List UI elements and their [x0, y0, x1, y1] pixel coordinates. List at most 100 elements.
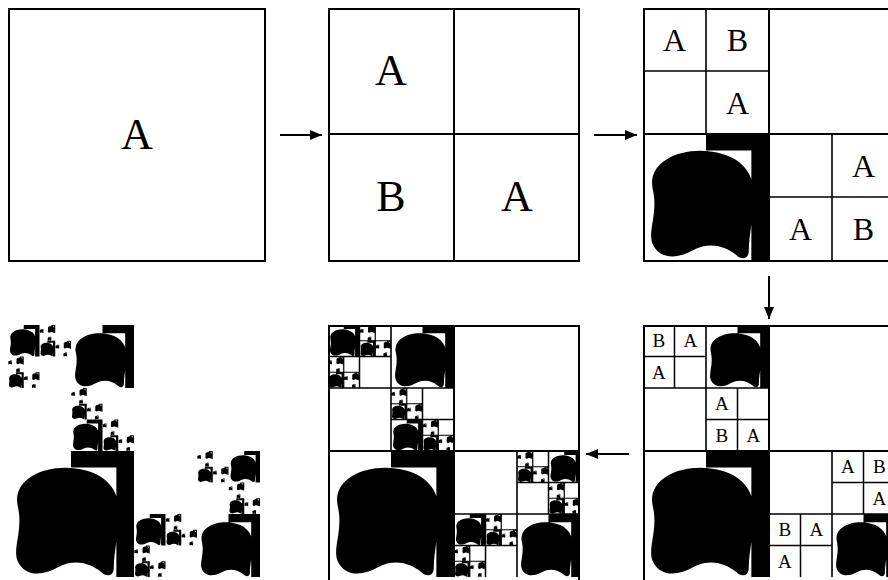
fractal-blob: [384, 341, 391, 349]
grammar-cell: A: [454, 134, 580, 260]
fractal-blob: [502, 534, 506, 538]
grammar-cell: B: [769, 514, 801, 546]
fractal-blob: [651, 134, 769, 260]
fractal-blob: [95, 404, 102, 412]
grid-line: [643, 325, 769, 451]
grid-line: [549, 483, 581, 515]
grid-lines: [643, 325, 888, 577]
fractal-blob: [431, 431, 435, 435]
fractal-blob: [336, 451, 454, 577]
fractal-blob: [525, 463, 529, 467]
fractal-blob: [478, 573, 482, 577]
grammar-symbol: B: [778, 520, 791, 539]
grammar-symbol: A: [652, 363, 666, 382]
grammar-symbol: A: [663, 24, 686, 56]
fractal-blob: [395, 325, 454, 388]
grid-line: [423, 420, 455, 452]
fractal-blob: [231, 451, 260, 483]
grid-line: [643, 8, 888, 260]
grammar-symbol: B: [715, 426, 728, 445]
fractal-blob: [134, 549, 138, 553]
grid-lines: [643, 8, 888, 260]
grammar-cell: A: [738, 420, 770, 452]
blob-group: [8, 325, 260, 577]
fractal-blob: [253, 498, 260, 506]
fractal-blob: [565, 502, 569, 506]
grid-line: [643, 325, 888, 577]
fractal-blob: [197, 455, 201, 459]
grammar-cell: B: [864, 451, 888, 483]
fractal-blob: [205, 463, 209, 467]
fractal-blob: [79, 400, 83, 404]
fractal-blob: [407, 408, 411, 412]
fractal-blob: [79, 388, 86, 396]
stage-panel: BAAABAABABAA: [643, 325, 888, 580]
fractal-blob: [237, 483, 244, 491]
fractal-blob: [72, 404, 87, 420]
transition-arrow: [594, 134, 637, 136]
fractal-blob: [383, 353, 387, 357]
grammar-cell: B: [328, 134, 454, 260]
grammar-symbol: A: [726, 87, 749, 119]
grammar-symbol: B: [853, 213, 874, 245]
fractal-blob: [572, 510, 576, 514]
fractal-blob: [174, 526, 178, 530]
grid-lines: [643, 325, 888, 577]
grammar-cell: B: [832, 197, 888, 260]
fractal-blob: [470, 565, 474, 569]
fractal-blob: [399, 388, 406, 396]
fractal-blob: [651, 451, 769, 577]
fractal-blob: [221, 479, 225, 483]
blob-group: [651, 325, 888, 577]
fractal-blob: [150, 565, 154, 569]
fractal-blob: [205, 451, 212, 459]
grammar-cell: B: [706, 420, 738, 452]
fractal-blob: [550, 498, 565, 514]
fractal-blob: [549, 486, 553, 490]
fractal-blob: [456, 514, 485, 546]
grid-line: [328, 325, 454, 451]
grammar-cell: A: [706, 71, 769, 134]
grid-line: [769, 514, 832, 577]
fractal-blob: [252, 510, 256, 514]
fractal-blob: [415, 416, 419, 420]
grid-line: [769, 451, 888, 577]
fractal-blob: [399, 400, 403, 404]
transition-arrow: [586, 453, 629, 455]
grammar-symbol: A: [841, 457, 855, 476]
grid-line: [391, 388, 423, 420]
blob-group: [328, 325, 580, 577]
grammar-symbol: B: [376, 175, 405, 219]
fractal-blob: [415, 404, 422, 412]
grammar-cell: A: [643, 8, 706, 71]
fractal-blob: [158, 561, 165, 569]
grid-lines: [328, 325, 580, 577]
grammar-symbol: A: [852, 150, 875, 182]
fractal-blob: [16, 451, 134, 577]
fractal-blob: [229, 486, 233, 490]
fractal-blob: [336, 357, 343, 365]
grid-line: [832, 451, 888, 514]
fractal-blob: [360, 329, 364, 333]
fractal-blob: [376, 345, 380, 349]
fractal-blob: [439, 439, 443, 443]
fractal-blob: [541, 479, 545, 483]
fractal-blob: [40, 329, 44, 333]
fractal-blob: [494, 514, 501, 522]
grid-line: [328, 357, 360, 389]
fractal-blob: [551, 451, 580, 483]
grid-line: [643, 325, 706, 388]
fractal-blob: [71, 392, 75, 396]
grid-line: [517, 451, 580, 514]
grid-line: [391, 388, 454, 451]
grammar-cell: A: [769, 197, 832, 260]
fractal-blob: [330, 325, 359, 357]
fractal-blob: [56, 345, 60, 349]
fractal-blob: [352, 372, 359, 380]
grid-line: [454, 514, 517, 577]
grid-line: [486, 514, 518, 546]
fractal-blob: [63, 353, 67, 357]
fractal-blob: [557, 483, 564, 491]
fractal-blob: [41, 341, 56, 357]
fractal-blob: [710, 325, 769, 388]
